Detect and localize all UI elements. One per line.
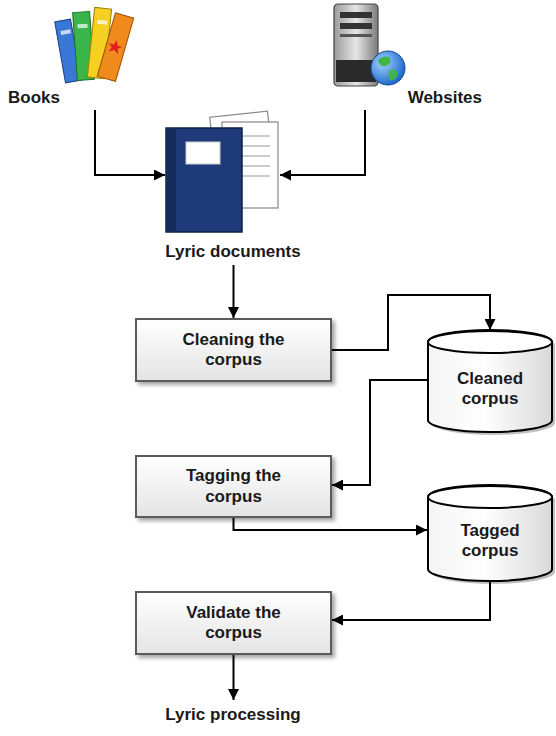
node-text: Books <box>8 88 60 108</box>
process-box: Tagging the corpus <box>135 455 332 518</box>
datastore-cylinder: Tagged corpus <box>427 485 553 581</box>
cylinder-body <box>428 485 552 581</box>
node-text: Cleaned corpus <box>435 369 545 410</box>
flow-arrow <box>234 518 428 530</box>
end-label: Lyric processing <box>118 700 348 730</box>
flow-arrow <box>280 110 365 175</box>
node-text: Lyric documents <box>165 242 300 262</box>
flow-arrow <box>332 581 490 620</box>
node-text: Validate the corpus <box>159 603 308 644</box>
documents-icon <box>166 111 278 232</box>
datastore-cylinder: Cleaned corpus <box>427 330 553 432</box>
cylinder-top <box>428 331 552 353</box>
node-text: Cleaning the corpus <box>159 330 308 371</box>
icon-label: Books <box>8 2 138 108</box>
icon-label: Websites <box>330 2 482 108</box>
process-box: Validate the corpus <box>135 591 332 655</box>
node-text: Tagged corpus <box>435 521 545 562</box>
node-text: Tagging the corpus <box>159 466 308 507</box>
flow-arrow <box>233 655 235 700</box>
flow-arrow <box>95 110 165 175</box>
node-text: Websites <box>408 88 482 108</box>
server-icon <box>334 4 405 86</box>
process-box: Cleaning the corpus <box>135 318 332 382</box>
cylinder-body <box>428 330 552 432</box>
icon-label: Lyric documents <box>135 112 331 262</box>
node-text: Lyric processing <box>165 705 300 725</box>
flow-arrow <box>233 265 235 318</box>
books-icon <box>55 7 134 83</box>
flow-arrow <box>332 380 427 485</box>
cylinder-top <box>428 486 552 508</box>
